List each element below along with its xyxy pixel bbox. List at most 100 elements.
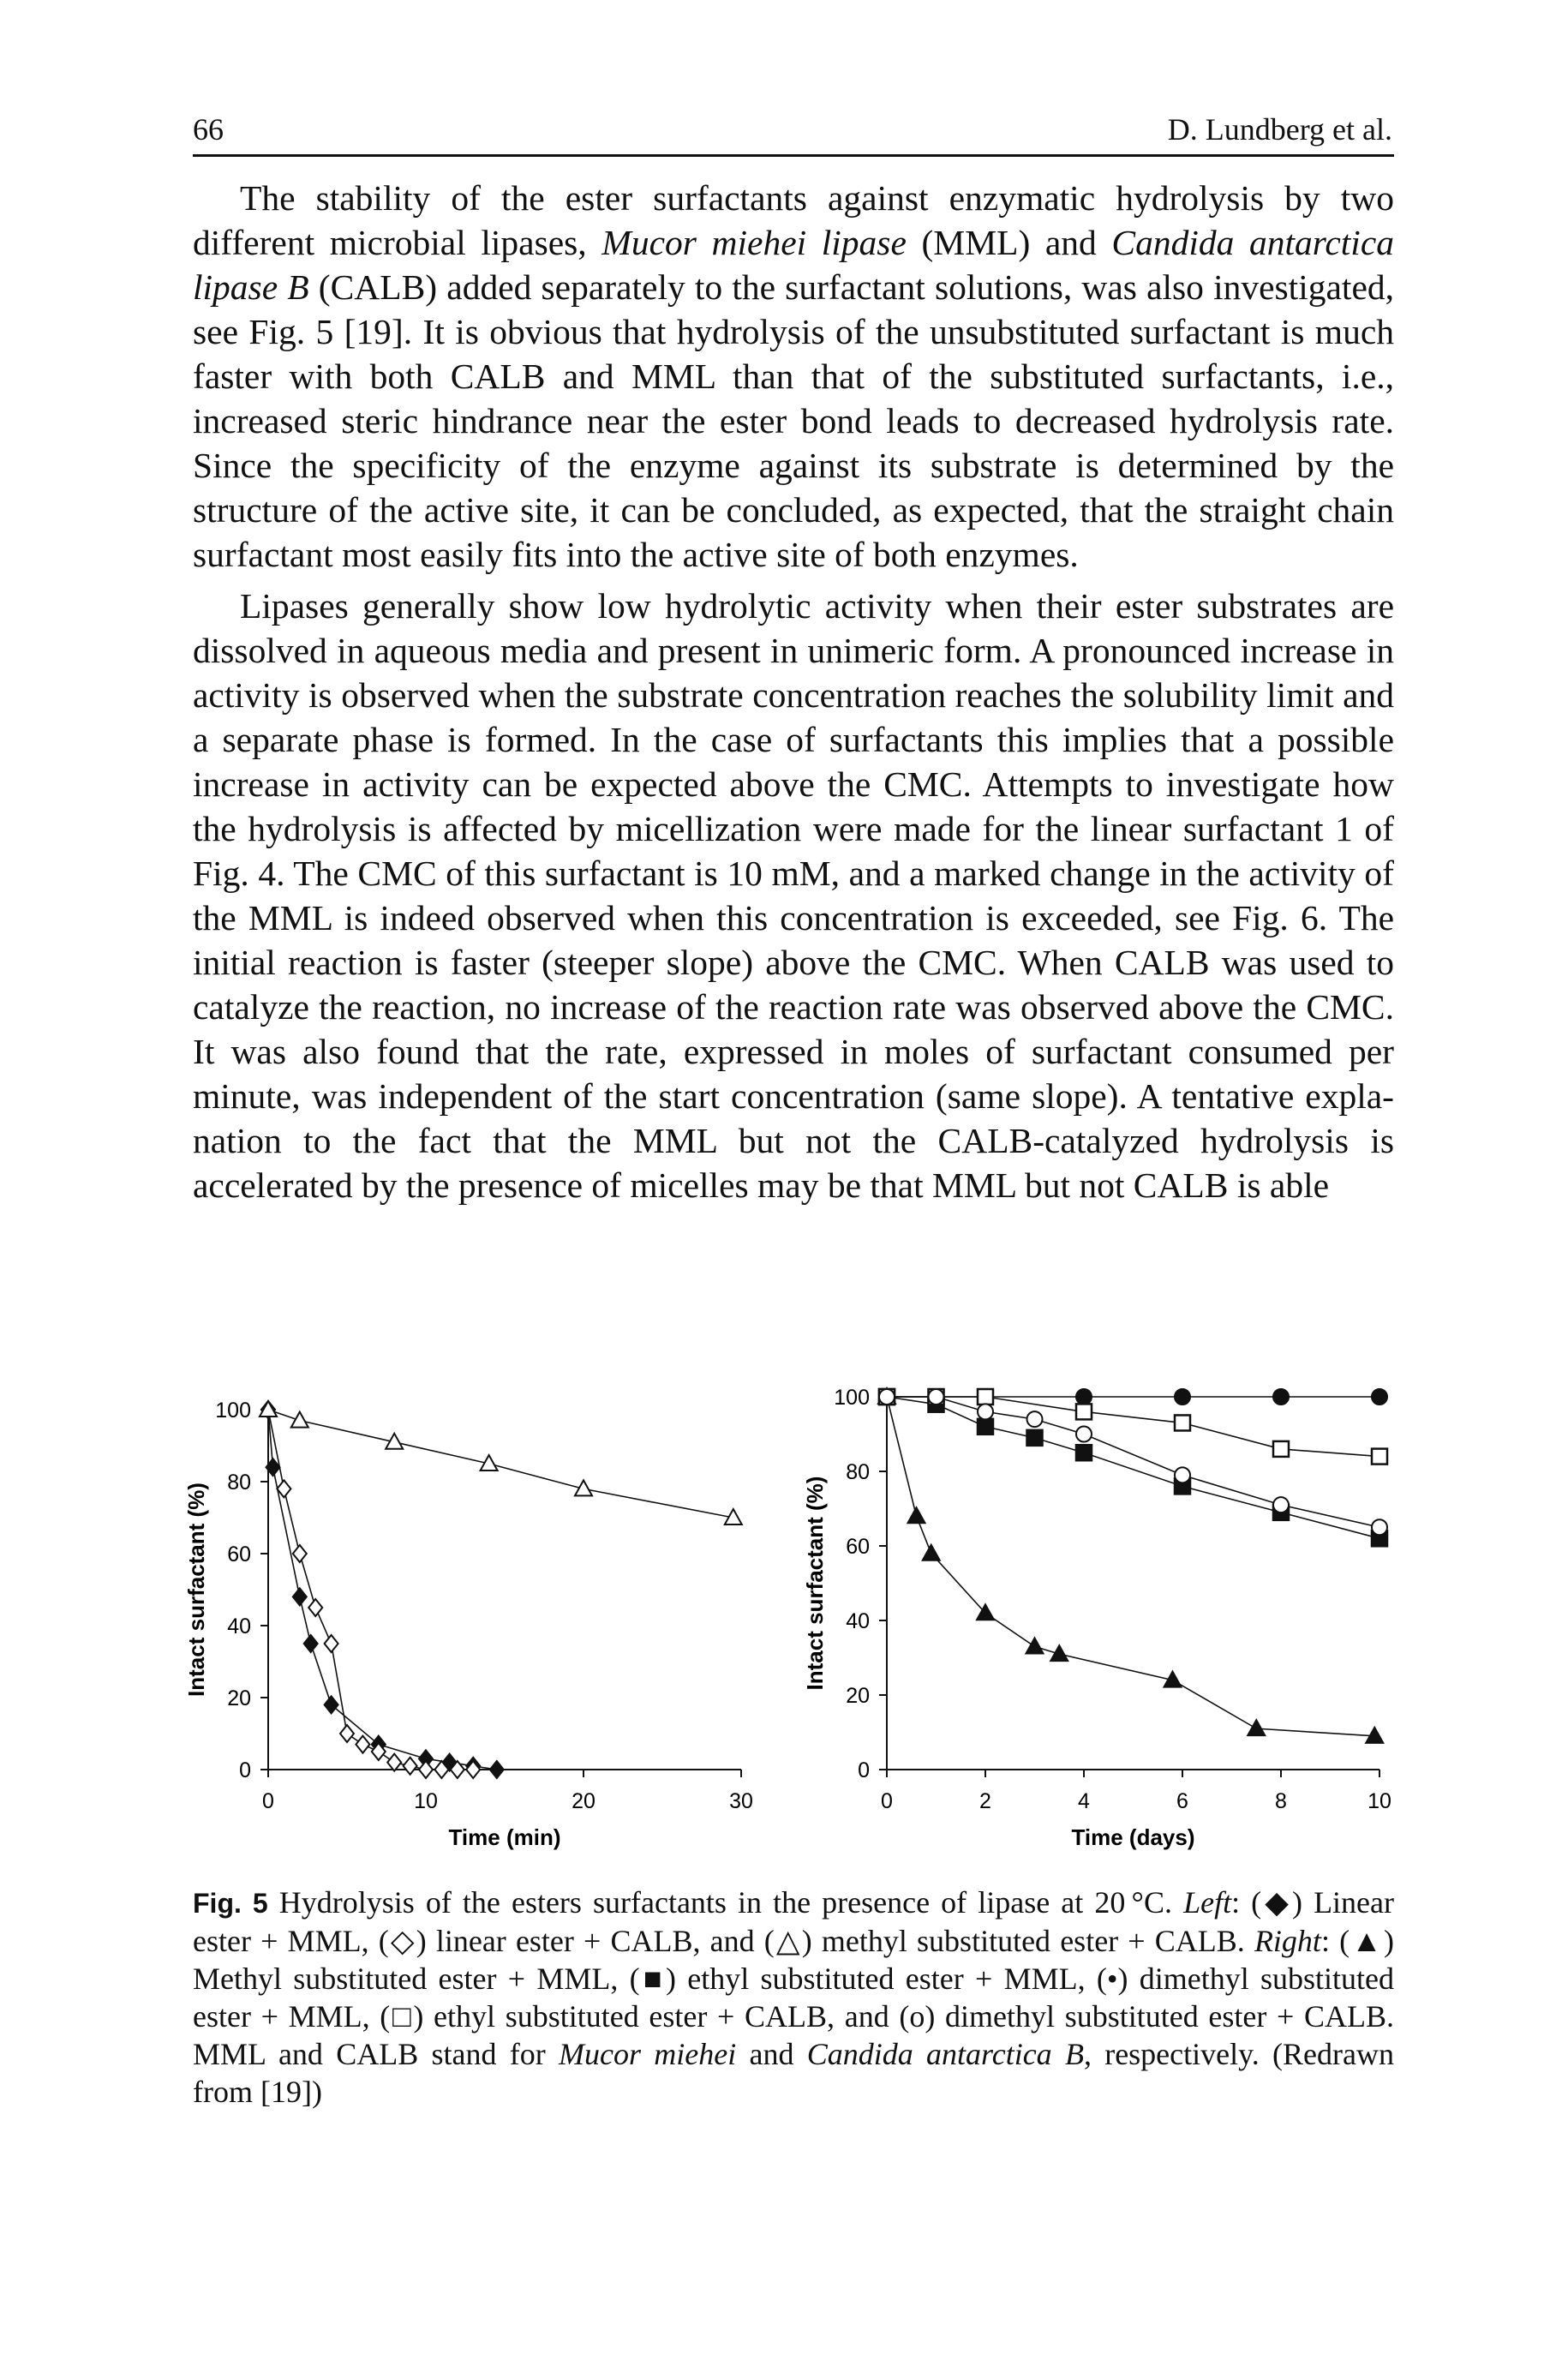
data-point-diamond-filled [265,1457,281,1477]
data-point-circle-filled [1371,1388,1388,1405]
data-point-circle-filled [1075,1388,1092,1405]
series-line-square-open [887,1396,1380,1458]
y-tick-label: 20 [846,1684,870,1708]
page-number: 66 [193,112,224,147]
y-tick-label: 40 [846,1609,870,1633]
series-line-diamond-filled [267,1409,497,1770]
data-point-square-open [976,1387,995,1406]
x-axis-label: Time (days) [1071,1824,1194,1850]
data-point-square-filled [1074,1444,1093,1462]
data-point-diamond-open [323,1633,339,1654]
series-square-filled [877,1387,1389,1548]
series-diamond-open [260,1399,482,1780]
y-tick-label: 100 [834,1386,870,1410]
paragraph-1: The stability of the ester surfactants a… [193,178,1395,574]
data-point-circle-filled [1272,1388,1290,1405]
data-point-diamond-open [355,1734,371,1755]
data-point-square-open [1272,1440,1290,1459]
data-point-triangle-filled [1162,1669,1183,1688]
x-tick-label: 2 [979,1789,991,1813]
series-line-square-filled [886,1396,1380,1540]
page-header: 66 D. Lundberg et al. [193,111,1392,159]
data-point-circle-open [1174,1466,1191,1484]
data-point-square-filled [976,1417,995,1436]
data-point-triangle-open [258,1399,278,1417]
series-line-triangle-filled [886,1396,1375,1737]
data-point-circle-open [1026,1411,1044,1429]
data-point-square-open [1370,1447,1389,1465]
caption-text: Hydrolysis of the esters surfactants in … [193,1885,1395,2109]
data-point-diamond-filled [291,1586,308,1608]
data-point-diamond-open [464,1759,482,1780]
data-point-diamond-open [386,1752,403,1773]
data-point-diamond-open [276,1478,292,1500]
data-point-triangle-filled [1049,1644,1069,1662]
series-circle-open [878,1388,1388,1536]
data-point-diamond-open [449,1759,466,1780]
data-point-circle-open [927,1388,945,1405]
data-point-triangle-open [290,1410,310,1429]
data-point-triangle-open [573,1478,594,1497]
data-point-diamond-filled [323,1694,339,1716]
header-rule [193,154,1394,157]
y-tick-label: 60 [227,1542,251,1566]
y-axis-label: Intact surfactant (%) [183,1483,209,1697]
data-point-diamond-open [291,1543,308,1564]
data-point-diamond-filled [488,1759,506,1780]
x-tick-label: 6 [1176,1789,1188,1813]
x-tick-label: 30 [729,1789,753,1813]
data-point-circle-filled [1174,1388,1191,1405]
data-point-triangle-filled [1246,1718,1266,1737]
series-diamond-filled [260,1399,506,1780]
y-tick-label: 0 [858,1758,870,1782]
y-tick-label: 100 [215,1399,251,1423]
data-point-diamond-open [307,1597,324,1618]
data-point-diamond-open [417,1759,434,1780]
series-line-triangle-open [267,1409,733,1518]
data-point-triangle-filled [1364,1725,1385,1744]
data-point-circle-open [878,1388,895,1405]
y-tick-label: 0 [239,1758,251,1782]
series-square-open [877,1387,1389,1465]
figure-caption: Fig. 5 Hydrolysis of the esters surfacta… [193,1884,1394,2111]
y-tick-label: 20 [227,1686,251,1710]
data-point-square-open [1173,1414,1192,1432]
data-point-triangle-filled [975,1602,996,1621]
data-point-circle-open [1272,1496,1290,1514]
caption-label: Fig. 5 [193,1888,268,1919]
data-point-circle-open [1075,1425,1092,1443]
running-head: D. Lundberg et al. [1167,112,1392,147]
x-tick-label: 10 [414,1789,438,1813]
data-point-triangle-filled [921,1542,942,1561]
y-tick-label: 40 [227,1614,251,1638]
series-line-circle-open [887,1396,1380,1529]
x-tick-label: 4 [1078,1789,1090,1813]
x-tick-label: 8 [1275,1789,1287,1813]
data-point-circle-open [1371,1518,1388,1536]
x-tick-label: 0 [262,1789,274,1813]
data-point-square-open [1074,1403,1093,1421]
body-text: The stability of the ester surfactants a… [193,176,1394,1207]
data-point-square-filled [1026,1429,1044,1447]
data-point-diamond-open [370,1741,387,1762]
data-point-diamond-filled [302,1633,319,1654]
data-point-triangle-open [478,1453,500,1471]
data-point-triangle-open [723,1506,744,1525]
data-point-diamond-open [402,1756,418,1776]
x-tick-label: 10 [1368,1789,1391,1813]
x-tick-label: 0 [881,1789,893,1813]
paragraph-2: Lipases generally show low hydrolytic ac… [193,586,1394,1205]
y-tick-label: 60 [846,1535,870,1559]
series-triangle-open [258,1399,744,1525]
x-tick-label: 20 [572,1789,595,1813]
y-tick-label: 80 [227,1471,251,1494]
data-point-diamond-open [434,1759,450,1780]
series-triangle-filled [877,1386,1385,1744]
data-point-triangle-filled [1024,1636,1045,1655]
x-axis-label: Time (min) [449,1824,561,1850]
y-tick-label: 80 [846,1460,870,1484]
